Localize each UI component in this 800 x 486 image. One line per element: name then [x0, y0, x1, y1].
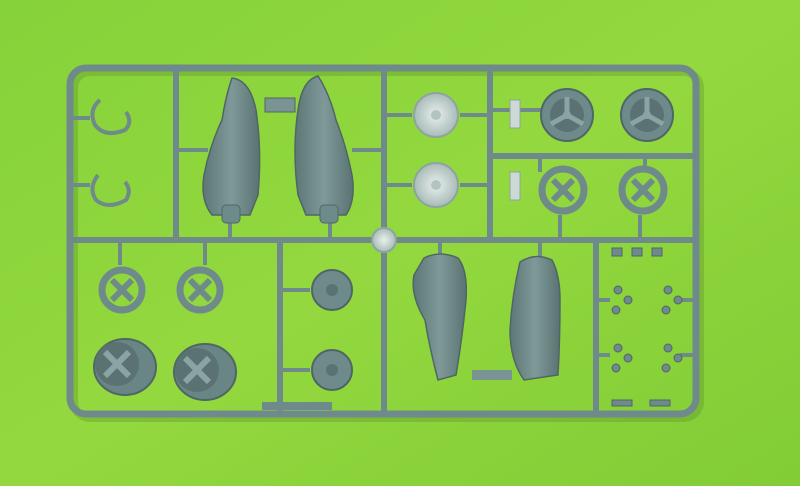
drums-bottom-left [93, 338, 237, 401]
lower-fuselage-left [412, 253, 512, 381]
fuselage-half-left [202, 77, 296, 224]
gray-discs [262, 269, 353, 410]
lower-fuselage-right [509, 255, 561, 381]
curved-handles [70, 98, 132, 207]
cross-wheels-bottom-left [98, 266, 224, 314]
small-parts-right [611, 247, 683, 407]
clear-discs [371, 92, 521, 253]
fuselage-half-right [294, 75, 354, 224]
engine-fans [540, 88, 674, 142]
cross-wheels-top-right [538, 165, 668, 215]
